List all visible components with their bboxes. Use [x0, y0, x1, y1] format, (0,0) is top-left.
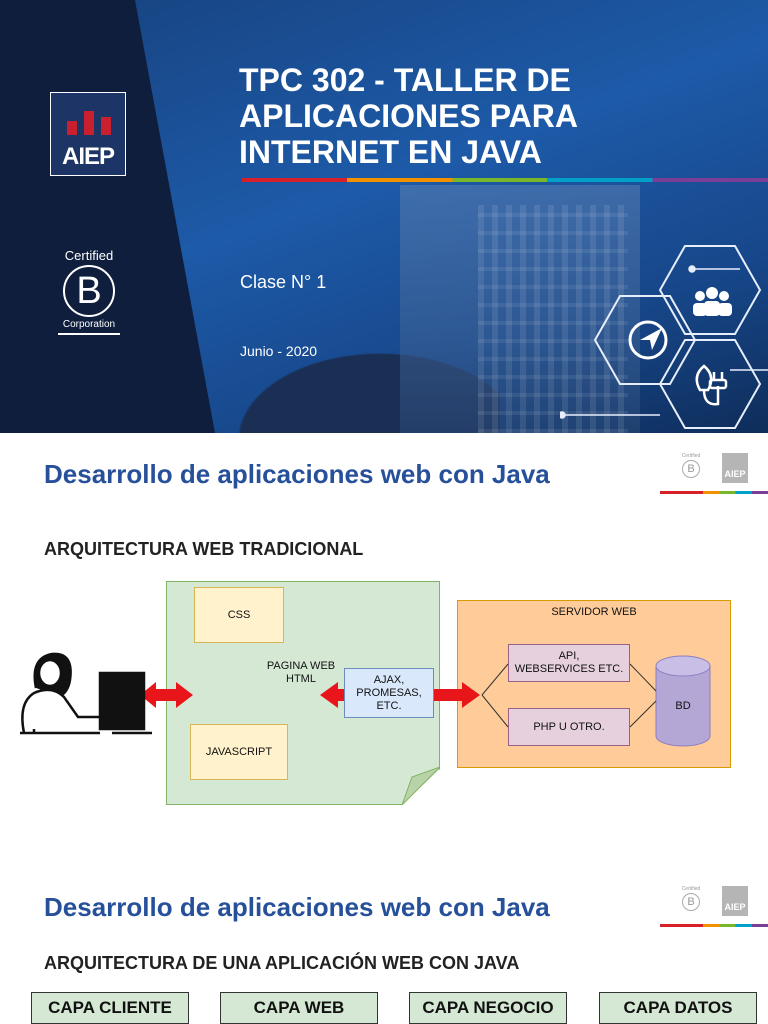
database-cylinder: [655, 655, 711, 747]
diagram-connectors: [20, 652, 711, 747]
bcorp-mini-icon: B: [682, 893, 700, 911]
cover-slide: AIEP Certified B Corporation TPC 302 - T…: [0, 0, 768, 433]
bcorp-mini-icon: B: [682, 460, 700, 478]
slide3-brand: Certified B AIEP: [660, 884, 768, 934]
left-dark-panel: [0, 0, 215, 433]
building-windows: [478, 205, 628, 433]
database-label: BD: [675, 700, 691, 712]
hexagon-icons: [560, 245, 768, 429]
mini-rainbow-bar: [660, 491, 768, 494]
rainbow-divider: [242, 178, 768, 182]
course-title: TPC 302 - TALLER DE APLICACIONES PARA IN…: [239, 62, 577, 170]
hexagon-left: [593, 295, 697, 385]
javascript-box: JAVASCRIPT: [190, 724, 288, 780]
building-photo: [400, 185, 640, 433]
api-box: API, WEBSERVICES ETC.: [508, 644, 630, 682]
pagina-web-label: PAGINA WEB HTML: [266, 660, 336, 685]
aiep-logo: AIEP: [50, 92, 126, 176]
slide-traditional-architecture: Desarrollo de aplicaciones web con Java …: [0, 433, 768, 850]
page-fold: [402, 767, 440, 805]
layer-negocio: CAPA NEGOCIO: [409, 992, 567, 1024]
css-box: CSS: [194, 587, 284, 643]
slide3-title: Desarrollo de aplicaciones web con Java: [44, 892, 550, 922]
user-computer-icon: [20, 652, 152, 735]
plug-leaf-icon: [695, 364, 728, 406]
bcorp-corporation-label: Corporation: [62, 319, 116, 330]
bcorp-b-icon: B: [63, 265, 115, 317]
aiep-mini-logo: AIEP: [722, 886, 748, 916]
mini-rainbow-bar: [660, 924, 768, 927]
hexagon-top: [658, 245, 762, 335]
class-date: Junio - 2020: [240, 343, 318, 359]
ajax-server-arrow: [434, 682, 480, 708]
slide2-brand: Certified B AIEP: [660, 451, 768, 501]
people-icon: [693, 287, 732, 316]
logo-text: AIEP: [61, 143, 115, 170]
slide2-subtitle: ARQUITECTURA WEB TRADICIONAL: [44, 539, 364, 559]
compass-icon: [628, 320, 668, 360]
server-label: SERVIDOR WEB: [551, 606, 637, 618]
bcorp-mini-badge: Certified B: [680, 453, 702, 478]
hexagon-right: [658, 339, 762, 429]
bcorp-certified-label: Certified: [64, 248, 114, 263]
layer-cliente: CAPA CLIENTE: [31, 992, 189, 1024]
bcorp-mini-badge: Certified B: [680, 886, 702, 911]
user-page-arrow: [140, 682, 193, 708]
aiep-mini-logo: AIEP: [722, 453, 748, 483]
slide2-title: Desarrollo de aplicaciones web con Java: [44, 459, 550, 489]
class-number: Clase N° 1: [240, 272, 327, 292]
ajax-box: AJAX, PROMESAS, ETC.: [344, 668, 434, 718]
bcorp-badge: Certified B Corporation: [58, 248, 120, 335]
bcorp-underline: [58, 333, 120, 335]
layer-web: CAPA WEB: [220, 992, 378, 1024]
slide3-subtitle: ARQUITECTURA DE UNA APLICACIÓN WEB CON J…: [44, 953, 520, 973]
layer-datos: CAPA DATOS: [599, 992, 757, 1024]
ajax-left-arrow: [320, 682, 344, 708]
logo-bars-icon: [67, 111, 111, 135]
php-box: PHP U OTRO.: [508, 708, 630, 746]
slide-java-architecture: Desarrollo de aplicaciones web con Java …: [0, 850, 768, 1024]
